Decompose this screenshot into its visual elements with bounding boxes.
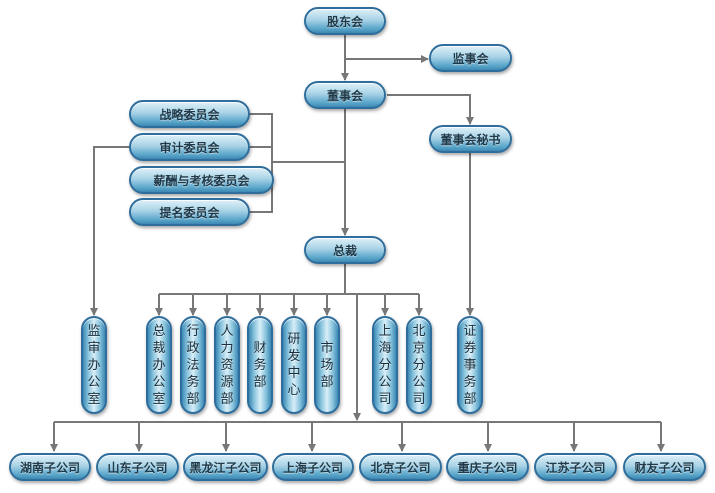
node-hunan-sub[interactable]: 湖南子公司 bbox=[9, 453, 91, 481]
node-dongshihui[interactable]: 董事会 bbox=[304, 81, 386, 109]
node-label-char: 司 bbox=[412, 391, 426, 407]
node-label-char: 办 bbox=[152, 357, 166, 373]
node-label-char: 力 bbox=[220, 340, 234, 356]
node-caiyou-sub[interactable]: 财友子公司 bbox=[623, 453, 706, 481]
node-label-char: 务 bbox=[463, 374, 477, 390]
node-beijing-branch[interactable]: 北京分公司 bbox=[406, 316, 432, 414]
node-label-char: 心 bbox=[287, 383, 301, 398]
node-label-char: 部 bbox=[253, 374, 267, 390]
node-zongcai-office[interactable]: 总裁办公室 bbox=[146, 316, 172, 414]
node-chongqing-sub[interactable]: 重庆子公司 bbox=[446, 453, 529, 481]
node-caiwu[interactable]: 财务部 bbox=[247, 316, 273, 414]
node-label-char: 务 bbox=[253, 357, 267, 373]
node-label-char: 法 bbox=[186, 357, 200, 373]
node-zongcai[interactable]: 总裁 bbox=[304, 236, 386, 264]
node-label-char: 部 bbox=[320, 374, 334, 390]
node-jianshen-office[interactable]: 监审办公室 bbox=[81, 316, 107, 414]
node-shenji[interactable]: 审计委员会 bbox=[129, 133, 250, 161]
node-label-char: 公 bbox=[152, 374, 166, 390]
node-label-char: 中 bbox=[287, 366, 301, 381]
node-label-char: 场 bbox=[320, 357, 334, 373]
node-renli[interactable]: 人力资源部 bbox=[214, 316, 240, 414]
node-jianshihui[interactable]: 监事会 bbox=[429, 44, 512, 72]
node-label-char: 部 bbox=[220, 391, 234, 407]
node-shanghai-branch[interactable]: 上海分公司 bbox=[372, 316, 398, 414]
node-label-char: 务 bbox=[186, 374, 200, 390]
node-mishu[interactable]: 董事会秘书 bbox=[429, 125, 512, 153]
node-label-char: 证 bbox=[463, 323, 477, 339]
node-label-char: 上 bbox=[378, 323, 392, 339]
node-timing[interactable]: 提名委员会 bbox=[129, 198, 250, 226]
node-label-char: 京 bbox=[412, 340, 426, 356]
node-label-char: 发 bbox=[287, 349, 301, 364]
node-shandong-sub[interactable]: 山东子公司 bbox=[96, 453, 179, 481]
edge-shenji-jianshen bbox=[90, 146, 130, 316]
node-shichang[interactable]: 市场部 bbox=[314, 316, 340, 414]
node-yanfa[interactable]: 研发中心 bbox=[281, 316, 307, 414]
node-label-char: 事 bbox=[463, 357, 477, 373]
node-label-char: 公 bbox=[87, 374, 101, 390]
node-beijing-sub[interactable]: 北京子公司 bbox=[359, 453, 442, 481]
node-shanghai-sub[interactable]: 上海子公司 bbox=[272, 453, 354, 481]
node-label-char: 办 bbox=[87, 357, 101, 373]
node-jiangsu-sub[interactable]: 江苏子公司 bbox=[534, 453, 617, 481]
node-label-char: 研 bbox=[287, 332, 301, 347]
node-label-char: 政 bbox=[186, 340, 200, 356]
node-label-char: 市 bbox=[320, 340, 334, 356]
node-label-char: 公 bbox=[412, 374, 426, 390]
node-label-char: 室 bbox=[87, 391, 101, 407]
node-label-char: 分 bbox=[412, 357, 426, 373]
edge-dongshihui-mishu bbox=[387, 94, 474, 125]
node-label-char: 北 bbox=[412, 323, 426, 339]
node-heilongjiang-sub[interactable]: 黑龙江子公司 bbox=[183, 453, 268, 481]
node-label-char: 部 bbox=[463, 391, 477, 407]
node-label-char: 行 bbox=[186, 323, 200, 339]
node-label-char: 分 bbox=[378, 357, 392, 373]
node-label-char: 监 bbox=[87, 323, 101, 339]
node-label-char: 资 bbox=[220, 357, 234, 373]
node-label-char: 室 bbox=[152, 391, 166, 407]
node-label-char: 裁 bbox=[152, 340, 166, 356]
node-xingzheng[interactable]: 行政法务部 bbox=[180, 316, 206, 414]
node-label-char: 源 bbox=[220, 374, 234, 390]
node-gudonghui[interactable]: 股东会 bbox=[304, 7, 386, 35]
node-label-char: 公 bbox=[378, 374, 392, 390]
node-label-char: 人 bbox=[220, 323, 234, 339]
node-label-char: 部 bbox=[186, 391, 200, 407]
node-label-char: 审 bbox=[87, 340, 101, 356]
edge-committee-bracket bbox=[250, 113, 273, 213]
node-label-char: 海 bbox=[378, 340, 392, 356]
node-label-char: 财 bbox=[253, 340, 267, 356]
node-label-char: 券 bbox=[463, 340, 477, 356]
node-xinchou[interactable]: 薪酬与考核委员会 bbox=[129, 166, 274, 194]
node-zhengquan[interactable]: 证券事务部 bbox=[457, 316, 483, 414]
node-label-char: 总 bbox=[152, 323, 166, 339]
node-zhanlue[interactable]: 战略委员会 bbox=[129, 100, 250, 128]
node-label-char: 司 bbox=[378, 391, 392, 407]
